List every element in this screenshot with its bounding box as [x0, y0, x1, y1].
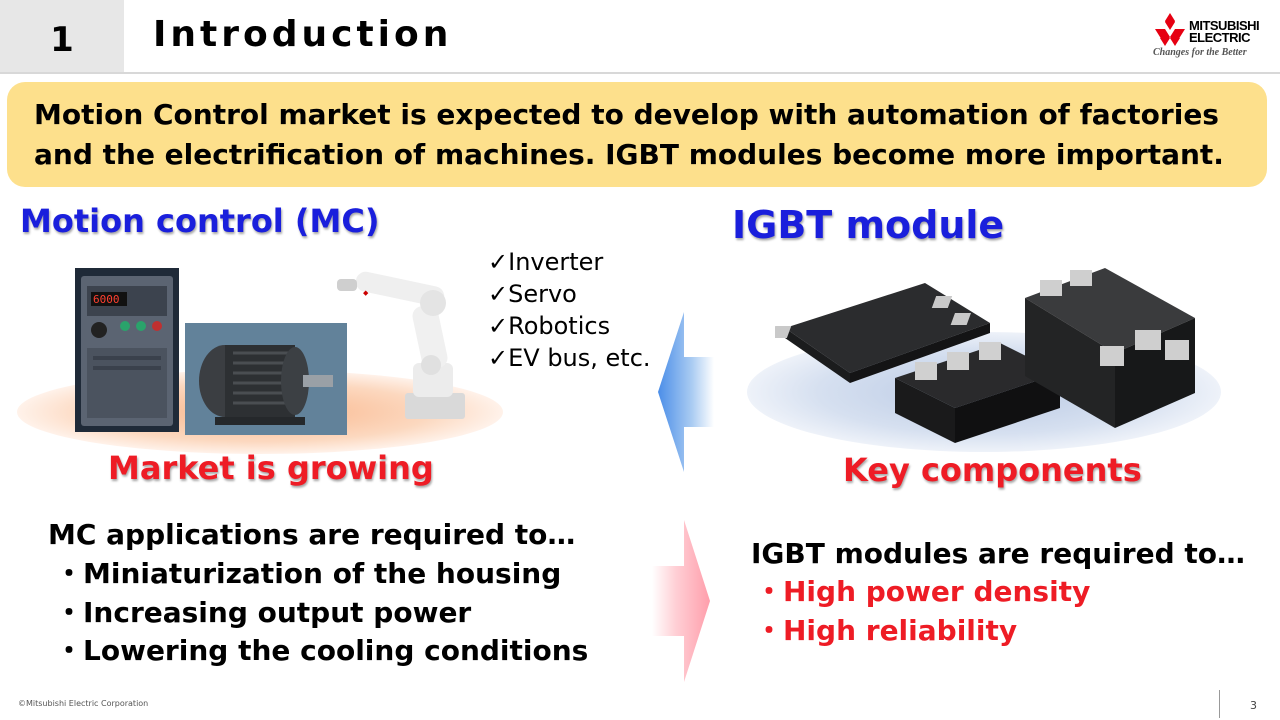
motor-image — [185, 323, 347, 435]
summary-text: Motion Control market is expected to dev… — [34, 98, 1224, 171]
checklist-item: ✓Servo — [488, 280, 577, 308]
key-components-caption: Key components — [843, 451, 1142, 489]
copyright-text: ©Mitsubishi Electric Corporation — [18, 699, 149, 708]
list-item: ・Miniaturization of the housing — [55, 557, 562, 590]
checklist-item: ✓Robotics — [488, 312, 611, 340]
mc-requirements-heading: MC applications are required to… — [48, 518, 576, 551]
list-item: ・High reliability — [755, 613, 1018, 647]
motion-control-heading: Motion control (MC) — [20, 202, 380, 240]
igbt-requirements-list: ・High power density ・High reliability — [755, 573, 1090, 650]
header-divider — [0, 72, 1280, 74]
page-title: Introduction — [153, 14, 453, 55]
section-number-box — [0, 0, 124, 72]
section-number: 1 — [50, 20, 74, 60]
summary-banner — [7, 82, 1267, 187]
checklist-item: ✓Inverter — [488, 248, 604, 276]
svg-text:6000: 6000 — [93, 293, 120, 306]
list-item: ・High power density — [755, 575, 1091, 608]
mc-requirements-list: ・Miniaturization of the housing ・Increas… — [55, 555, 588, 671]
logo-name-line1: MITSUBISHI — [1189, 18, 1260, 33]
igbt-module-heading: IGBT module — [732, 203, 1005, 247]
inverter-image: 6000 — [75, 268, 179, 432]
left-arrow-icon — [658, 312, 714, 472]
page-number: 3 — [1250, 699, 1257, 712]
list-item: ・Increasing output power — [55, 595, 472, 629]
igbt-module-image — [775, 268, 1195, 443]
application-checklist: ✓Inverter ✓Servo ✓Robotics ✓EV bus, etc. — [488, 246, 651, 374]
igbt-requirements-heading: IGBT modules are required to… — [751, 537, 1246, 570]
svg-text:◆: ◆ — [363, 289, 369, 297]
market-growing-caption: Market is growing — [108, 449, 434, 487]
checklist-item: ✓EV bus, etc. — [488, 344, 651, 372]
logo-diamonds-icon — [1155, 13, 1185, 37]
logo-name-line2: ELECTRIC — [1189, 30, 1251, 45]
list-item: ・Lowering the cooling conditions — [55, 634, 589, 667]
footer-divider — [1219, 690, 1220, 718]
logo-tagline: Changes for the Better — [1153, 47, 1247, 58]
right-arrow-icon — [652, 520, 710, 682]
robot-arm-image: ◆ — [337, 271, 465, 419]
